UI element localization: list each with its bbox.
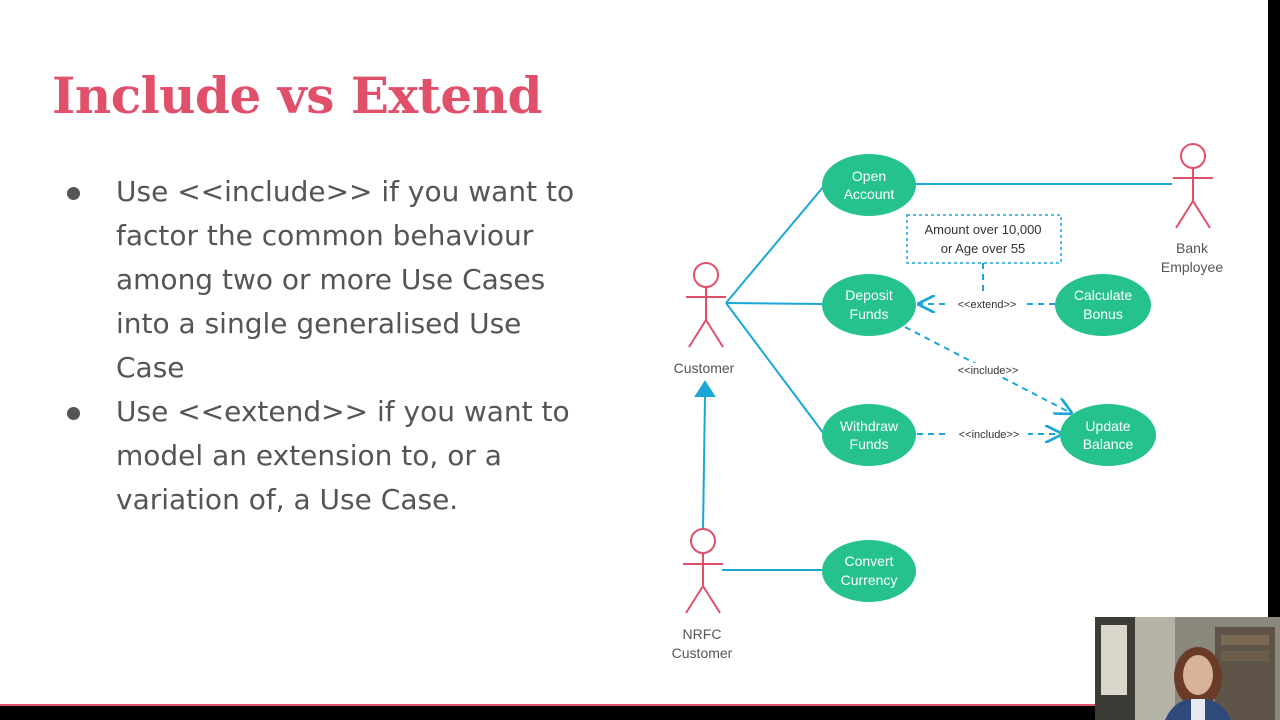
actor-label-bank-employee: Bank [1176,240,1209,256]
include-label-withdraw: <<include>> [959,429,1020,441]
actor-bank-employee-icon [1173,143,1213,229]
association-lines [694,183,1172,571]
actor-label-bank-employee: Employee [1161,259,1223,275]
actor-nrfc-customer-icon [683,528,723,614]
generalization-arrowhead [694,380,716,397]
assoc-customer-open-account [725,185,825,304]
assoc-customer-withdraw [725,302,825,435]
use-case-label: Convert [844,553,893,569]
generalization-line [702,395,706,531]
use-case-label: Bonus [1083,306,1123,322]
bullet-dot-icon [67,187,80,200]
bottom-black-bar [0,706,1280,720]
slide-title: Include vs Extend [52,66,542,125]
actor-customer-icon [686,262,726,348]
use-case-label: Calculate [1074,287,1133,303]
webcam-video-thumbnail [1095,617,1280,720]
extend-label: <<extend>> [958,299,1017,311]
use-case-diagram: <<extend>> <<include>> <<include>> Amoun… [672,143,1224,661]
use-case-label: Balance [1083,436,1134,452]
use-case-open-account: Open Account [822,154,916,216]
use-case-withdraw-funds: Withdraw Funds [822,404,916,466]
dependency-lines [904,263,1071,434]
bullet-text: Use <<extend>> if you want to model an e… [116,395,570,516]
use-case-deposit-funds: Deposit Funds [822,274,916,336]
window-edge-strip [1268,0,1280,720]
relation-labels: <<extend>> <<include>> <<include>> [950,297,1028,441]
use-case-update-balance: Update Balance [1060,404,1156,466]
bullet-dot-icon [67,407,80,420]
assoc-customer-deposit [725,302,823,305]
bullet-item: Use <<extend>> if you want to model an e… [64,390,584,522]
condition-note: Amount over 10,000 or Age over 55 [906,214,1062,264]
bullet-text: Use <<include>> if you want to factor th… [116,175,575,384]
actor-label-customer: Customer [674,360,735,376]
actor-label-nrfc-customer: NRFC [683,626,722,642]
use-case-label: Update [1085,418,1130,434]
use-cases: Open Account Deposit Funds Calculate Bon… [822,154,1156,602]
use-case-label: Currency [841,572,898,588]
use-case-label: Funds [850,306,889,322]
actor-label-nrfc-customer: Customer [672,645,733,661]
use-case-label: Account [844,186,895,202]
actors [683,143,1213,614]
use-case-convert-currency: Convert Currency [822,540,916,602]
bullet-item: Use <<include>> if you want to factor th… [64,170,584,390]
note-line-2: or Age over 55 [941,241,1026,256]
include-label-deposit: <<include>> [958,365,1019,377]
note-line-1: Amount over 10,000 [924,222,1041,237]
use-case-label: Open [852,168,886,184]
use-case-calculate-bonus: Calculate Bonus [1055,274,1151,336]
use-case-label: Deposit [845,287,893,303]
actor-labels: Customer Bank Employee NRFC Customer [672,240,1224,661]
use-case-label: Withdraw [840,418,899,434]
bullet-list: Use <<include>> if you want to factor th… [64,170,584,522]
use-case-label: Funds [850,436,889,452]
